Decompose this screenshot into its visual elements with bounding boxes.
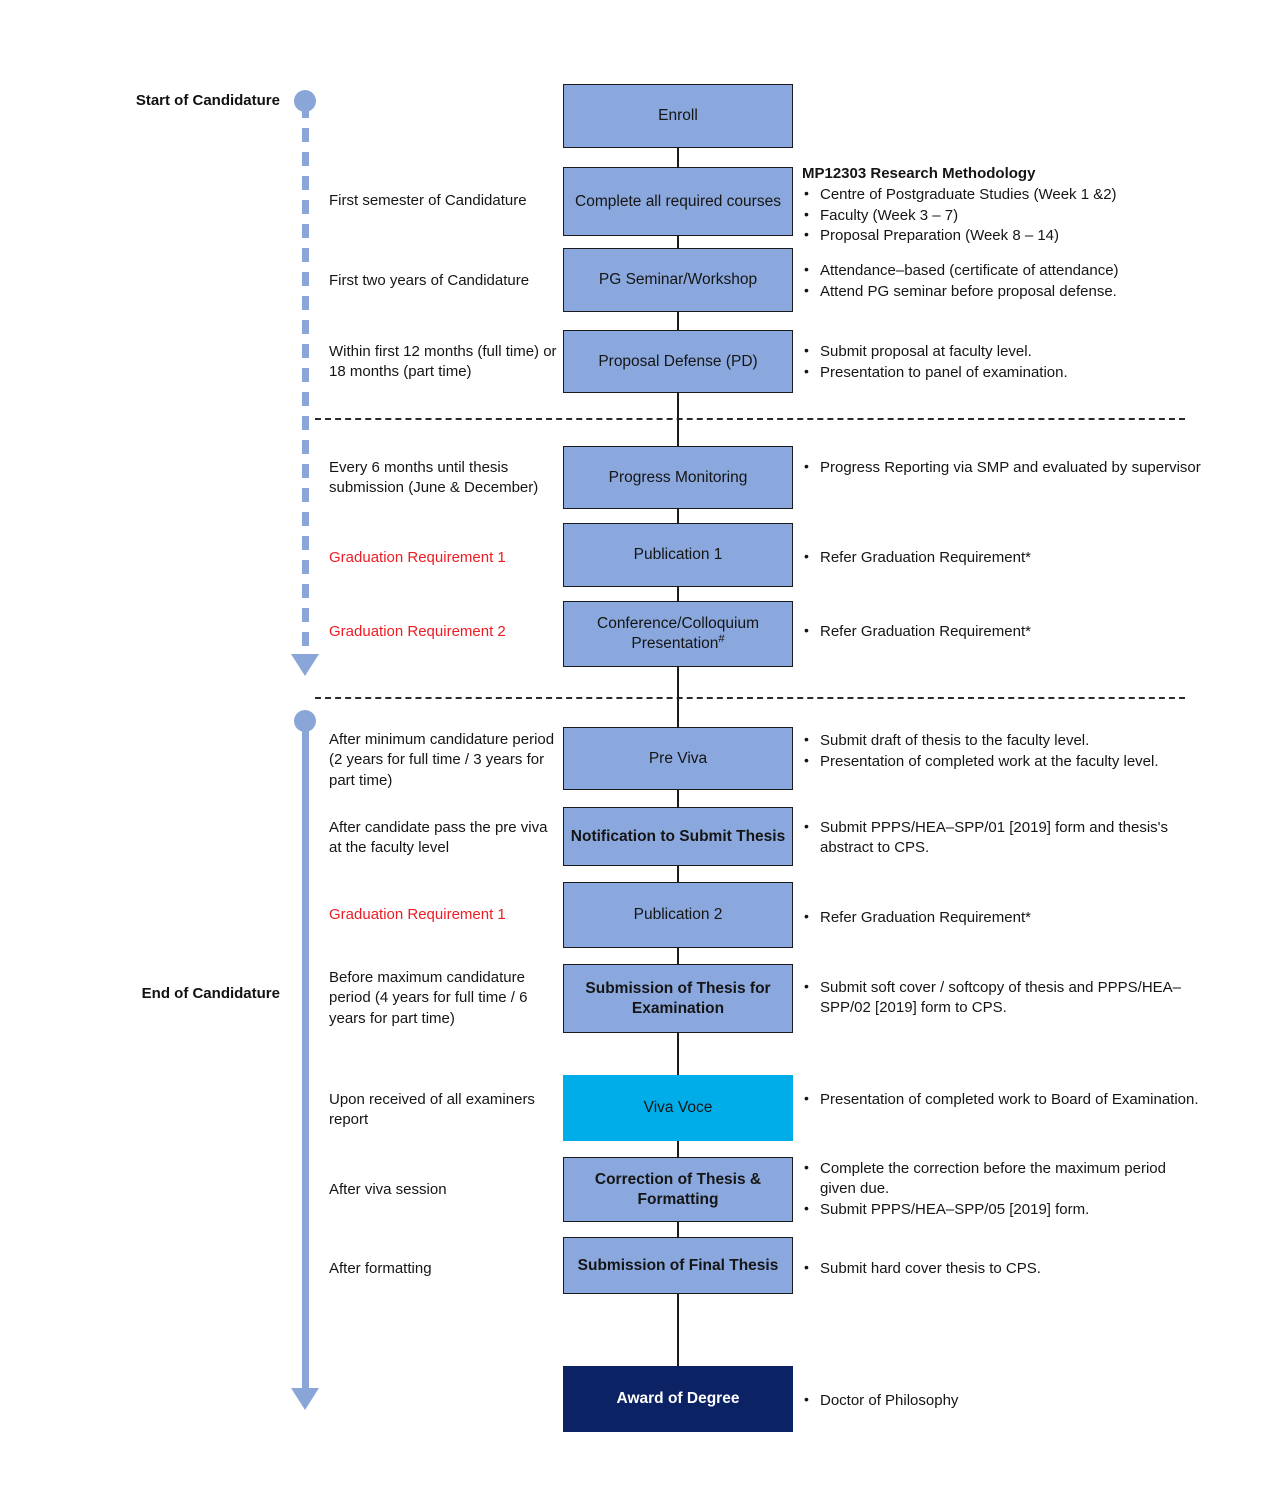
step-annotation-pre-viva: Submit draft of thesis to the faculty le… <box>802 730 1202 773</box>
annotation-item: Submit draft of thesis to the faculty le… <box>802 730 1202 751</box>
annotation-item: Refer Graduation Requirement* <box>802 621 1202 642</box>
annotation-item: Submit PPPS/HEA–SPP/05 [2019] form. <box>802 1199 1202 1220</box>
connector <box>677 148 679 168</box>
timeline-start-dot <box>294 90 316 112</box>
annotation-item: Centre of Postgraduate Studies (Week 1 &… <box>802 184 1202 205</box>
connector <box>677 1033 679 1075</box>
step-annotation-pg-seminar: Attendance–based (certificate of attenda… <box>802 260 1202 303</box>
step-box-pre-viva[interactable]: Pre Viva <box>563 727 793 790</box>
annotation-item: Attendance–based (certificate of attenda… <box>802 260 1202 281</box>
connector <box>677 312 679 330</box>
era-label-start: Start of Candidature <box>135 92 280 109</box>
step-condition-proposal-defense: Within first 12 months (full time) or 18… <box>329 343 557 381</box>
annotation-item: Attend PG seminar before proposal defens… <box>802 281 1202 302</box>
connector <box>677 790 679 807</box>
timeline-solid-rail <box>302 721 309 1391</box>
annotation-item: Submit PPPS/HEA–SPP/01 [2019] form and t… <box>802 817 1202 858</box>
step-box-pg-seminar[interactable]: PG Seminar/Workshop <box>563 248 793 312</box>
annotation-item: Progress Reporting via SMP and evaluated… <box>802 457 1202 478</box>
step-annotation-conference-presentation: Refer Graduation Requirement* <box>802 621 1202 643</box>
step-box-notification-submit-thesis[interactable]: Notification to Submit Thesis <box>563 807 793 866</box>
step-condition-submission-thesis-exam: Before maximum candidature period (4 yea… <box>329 969 528 1027</box>
step-annotation-proposal-defense: Submit proposal at faculty level. Presen… <box>802 341 1202 384</box>
annotation-item: Doctor of Philosophy <box>802 1390 1202 1411</box>
connector <box>677 1294 679 1366</box>
annotation-item: Faculty (Week 3 – 7) <box>802 205 1202 226</box>
phase-separator-1 <box>315 418 1185 420</box>
step-annotation-submission-final-thesis: Submit hard cover thesis to CPS. <box>802 1258 1202 1280</box>
step-box-conference-presentation[interactable]: Conference/Colloquium Presentation# <box>563 601 793 667</box>
step-annotation-correction-thesis: Complete the correction before the maxim… <box>802 1158 1202 1220</box>
connector <box>677 948 679 964</box>
step-condition-submission-final-thesis: After formatting <box>329 1260 432 1277</box>
connector <box>677 866 679 882</box>
connector <box>677 393 679 446</box>
phase-separator-2 <box>315 697 1185 699</box>
annotation-item: Proposal Preparation (Week 8 – 14) <box>802 225 1202 246</box>
step-box-correction-thesis[interactable]: Correction of Thesis & Formatting <box>563 1157 793 1222</box>
connector <box>677 236 679 248</box>
step-condition-complete-courses: First semester of Candidature <box>329 192 527 209</box>
step-box-award-of-degree[interactable]: Award of Degree <box>563 1366 793 1432</box>
annotation-item: Complete the correction before the maxim… <box>802 1158 1202 1199</box>
step-box-submission-thesis-exam[interactable]: Submission of Thesis for Examination <box>563 964 793 1033</box>
step-condition-correction-thesis: After viva session <box>329 1181 447 1198</box>
step-box-complete-courses[interactable]: Complete all required courses <box>563 167 793 236</box>
annotation-item: Refer Graduation Requirement* <box>802 547 1202 568</box>
connector <box>677 1141 679 1157</box>
step-condition-publication-2: Graduation Requirement 1 <box>329 906 506 923</box>
step-annotation-submission-thesis-exam: Submit soft cover / softcopy of thesis a… <box>802 977 1202 1019</box>
annotation-item: Submit hard cover thesis to CPS. <box>802 1258 1202 1279</box>
step-annotation-publication-1: Refer Graduation Requirement* <box>802 547 1202 569</box>
step-box-publication-2[interactable]: Publication 2 <box>563 882 793 948</box>
step-annotation-viva-voce: Presentation of completed work to Board … <box>802 1089 1202 1111</box>
step-box-publication-1[interactable]: Publication 1 <box>563 523 793 587</box>
annotation-heading: MP12303 Research Methodology <box>802 165 1036 182</box>
step-annotation-award-of-degree: Doctor of Philosophy <box>802 1390 1202 1412</box>
step-box-submission-final-thesis[interactable]: Submission of Final Thesis <box>563 1237 793 1294</box>
annotation-item: Refer Graduation Requirement* <box>802 907 1202 928</box>
step-condition-viva-voce: Upon received of all examiners report <box>329 1091 535 1129</box>
timeline-dashed-rail <box>302 104 309 660</box>
step-box-superscript: # <box>718 632 725 645</box>
era-label-end: End of Candidature <box>141 985 280 1002</box>
step-condition-pg-seminar: First two years of Candidature <box>329 272 530 289</box>
connector <box>677 587 679 601</box>
step-condition-conference-presentation: Graduation Requirement 2 <box>329 623 506 640</box>
step-annotation-notification-submit-thesis: Submit PPPS/HEA–SPP/01 [2019] form and t… <box>802 817 1202 859</box>
step-box-proposal-defense[interactable]: Proposal Defense (PD) <box>563 330 793 393</box>
connector <box>677 1222 679 1237</box>
step-annotation-publication-2: Refer Graduation Requirement* <box>802 907 1202 929</box>
annotation-item: Submit soft cover / softcopy of thesis a… <box>802 977 1202 1018</box>
step-condition-publication-1: Graduation Requirement 1 <box>329 549 506 566</box>
step-box-label: Conference/Colloquium Presentation <box>597 615 759 652</box>
timeline-solid-arrow-icon <box>291 1388 319 1410</box>
step-condition-pre-viva: After minimum candidature period (2 year… <box>329 731 555 789</box>
connector <box>677 509 679 523</box>
annotation-item: Presentation to panel of examination. <box>802 362 1202 383</box>
step-box-enroll[interactable]: Enroll <box>563 84 793 148</box>
connector <box>677 667 679 727</box>
timeline-dashed-arrow-icon <box>291 654 319 676</box>
step-annotation-complete-courses: MP12303 Research Methodology Centre of P… <box>802 164 1202 247</box>
step-condition-notification-submit-thesis: After candidate pass the pre viva at the… <box>329 819 548 857</box>
annotation-item: Presentation of completed work to Board … <box>802 1089 1202 1110</box>
step-box-progress-monitoring[interactable]: Progress Monitoring <box>563 446 793 509</box>
annotation-item: Submit proposal at faculty level. <box>802 341 1202 362</box>
step-annotation-progress-monitoring: Progress Reporting via SMP and evaluated… <box>802 457 1202 479</box>
annotation-item: Presentation of completed work at the fa… <box>802 751 1202 772</box>
step-box-viva-voce[interactable]: Viva Voce <box>563 1075 793 1141</box>
step-condition-progress-monitoring: Every 6 months until thesis submission (… <box>329 459 539 497</box>
